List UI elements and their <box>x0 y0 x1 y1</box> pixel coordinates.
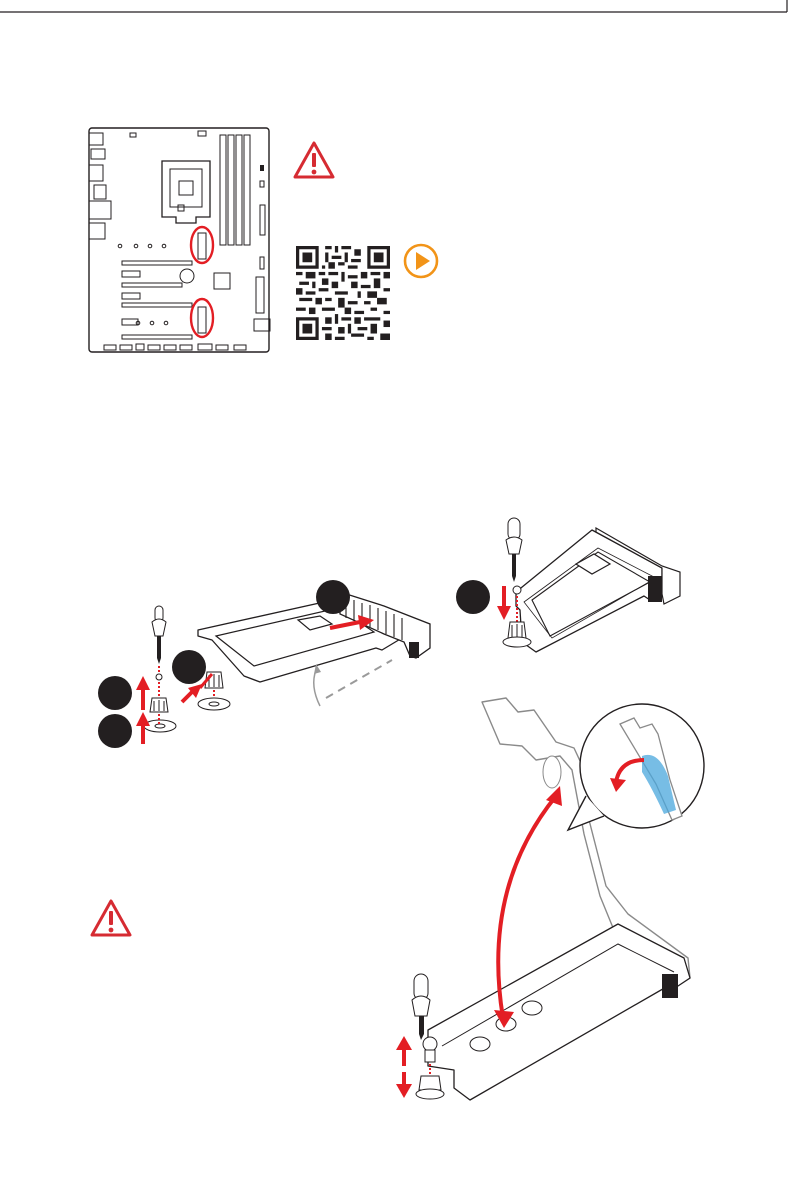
warning-triangle-icon <box>292 140 336 180</box>
qr-code-icon <box>296 246 390 340</box>
motherboard-diagram <box>86 125 272 355</box>
warning-triangle-icon <box>89 898 133 938</box>
m2-ssd-install-figure <box>480 514 690 654</box>
top-rule <box>0 0 794 50</box>
step-badge-1 <box>316 580 350 614</box>
step-badge-3 <box>98 676 132 710</box>
step-badge-2 <box>172 650 206 684</box>
step-badge-4 <box>98 714 132 748</box>
play-icon[interactable] <box>403 243 439 279</box>
bracket-clip-zoom-callout <box>560 700 710 836</box>
step-badge-5 <box>456 580 490 614</box>
